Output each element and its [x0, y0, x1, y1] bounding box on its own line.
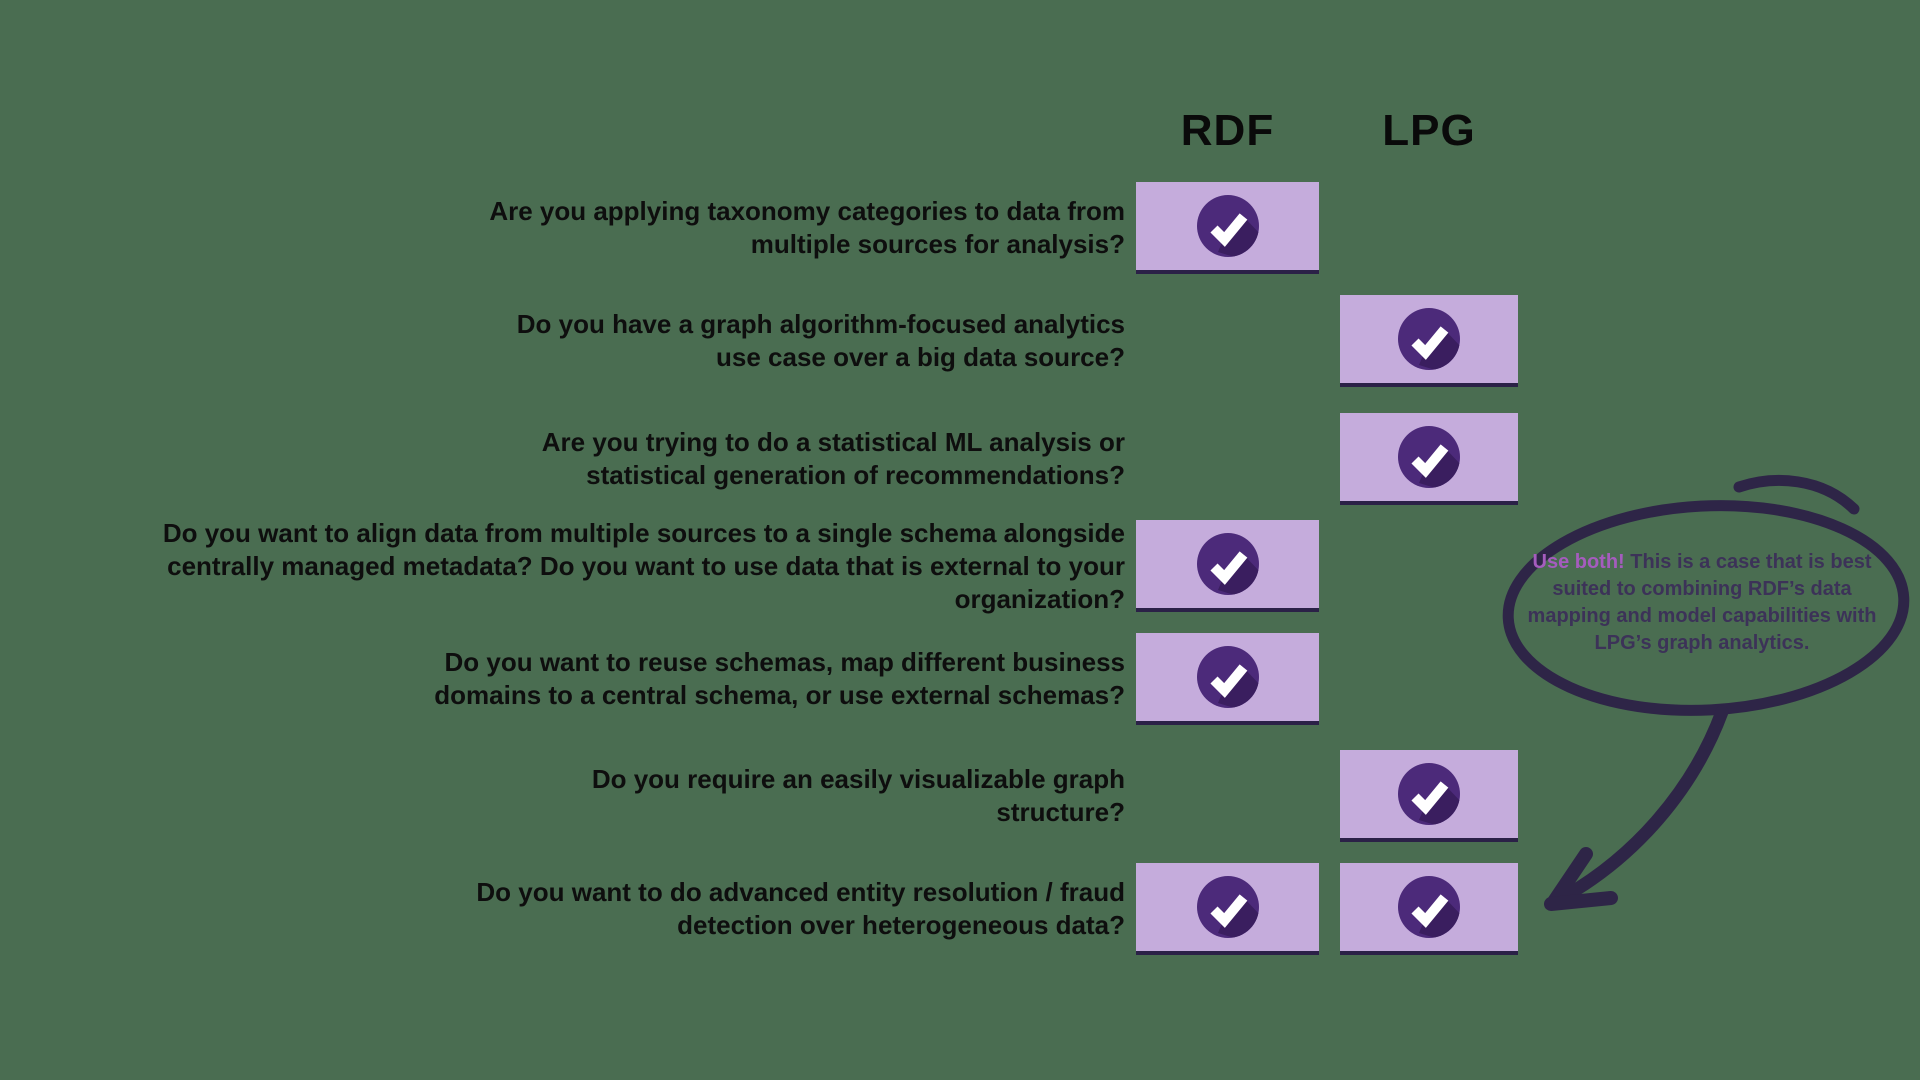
annotation-highlight: Use both! [1532, 551, 1625, 573]
check-icon [1397, 425, 1461, 489]
table-row: Are you trying to do a statistical ML an… [0, 413, 1920, 505]
question-text: Do you want to do advanced entity resolu… [476, 877, 1125, 940]
rdf-checkbox [1136, 182, 1319, 274]
annotation-note: Use both! This is a case that is best su… [1522, 549, 1882, 657]
check-icon [1196, 194, 1260, 258]
check-icon [1397, 762, 1461, 826]
check-icon [1397, 875, 1461, 939]
lpg-checkbox [1340, 413, 1518, 505]
table-row: Do you want to reuse schemas, map differ… [0, 633, 1920, 725]
question-text: Do you want to align data from multiple … [162, 517, 1125, 614]
table-row: Do you want to do advanced entity resolu… [0, 863, 1920, 955]
lpg-checkbox [1340, 295, 1518, 387]
annotation-body: This is a case that is best suited to co… [1527, 551, 1877, 654]
table-row: Do you require an easily visualizable gr… [0, 750, 1920, 842]
rdf-checkbox [1136, 863, 1319, 955]
question-text: Do you have a graph algorithm-focused an… [516, 309, 1125, 372]
table-row: Do you want to align data from multiple … [0, 517, 1920, 614]
check-icon [1196, 532, 1260, 596]
table-row: Do you have a graph algorithm-focused an… [0, 295, 1920, 387]
rdf-checkbox [1136, 520, 1319, 612]
question-text: Do you require an easily visualizable gr… [591, 764, 1125, 827]
table-row: Are you applying taxonomy categories to … [0, 182, 1920, 274]
check-icon [1196, 645, 1260, 709]
lpg-checkbox [1340, 863, 1518, 955]
question-text: Do you want to reuse schemas, map differ… [434, 647, 1125, 710]
check-icon [1196, 875, 1260, 939]
question-text: Are you trying to do a statistical ML an… [541, 427, 1125, 490]
rdf-checkbox [1136, 633, 1319, 725]
check-icon [1397, 307, 1461, 371]
lpg-checkbox [1340, 750, 1518, 842]
question-text: Are you applying taxonomy categories to … [489, 196, 1125, 259]
column-header-rdf: RDF [1180, 106, 1275, 155]
column-header-lpg: LPG [1382, 106, 1476, 155]
